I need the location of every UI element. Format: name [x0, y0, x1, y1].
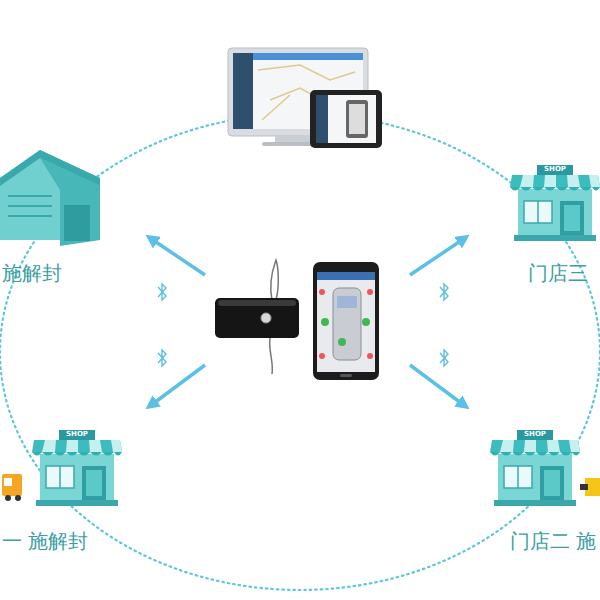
warehouse-node: 施解封: [0, 150, 120, 300]
place-label: 门店三: [528, 262, 588, 284]
shop-node: SHOP 一 施解封: [0, 430, 130, 560]
place-label: 施解封: [2, 262, 62, 284]
shop-sign-text: SHOP: [524, 431, 546, 439]
shop-node: SHOP 门店三: [505, 165, 600, 295]
shop-sign-text: SHOP: [66, 431, 88, 439]
shop-sign-text: SHOP: [544, 166, 566, 174]
place-label: 门店二 施: [510, 530, 596, 552]
shop-node: SHOP 门店二 施: [470, 430, 600, 560]
place-label: 一 施解封: [2, 530, 88, 552]
